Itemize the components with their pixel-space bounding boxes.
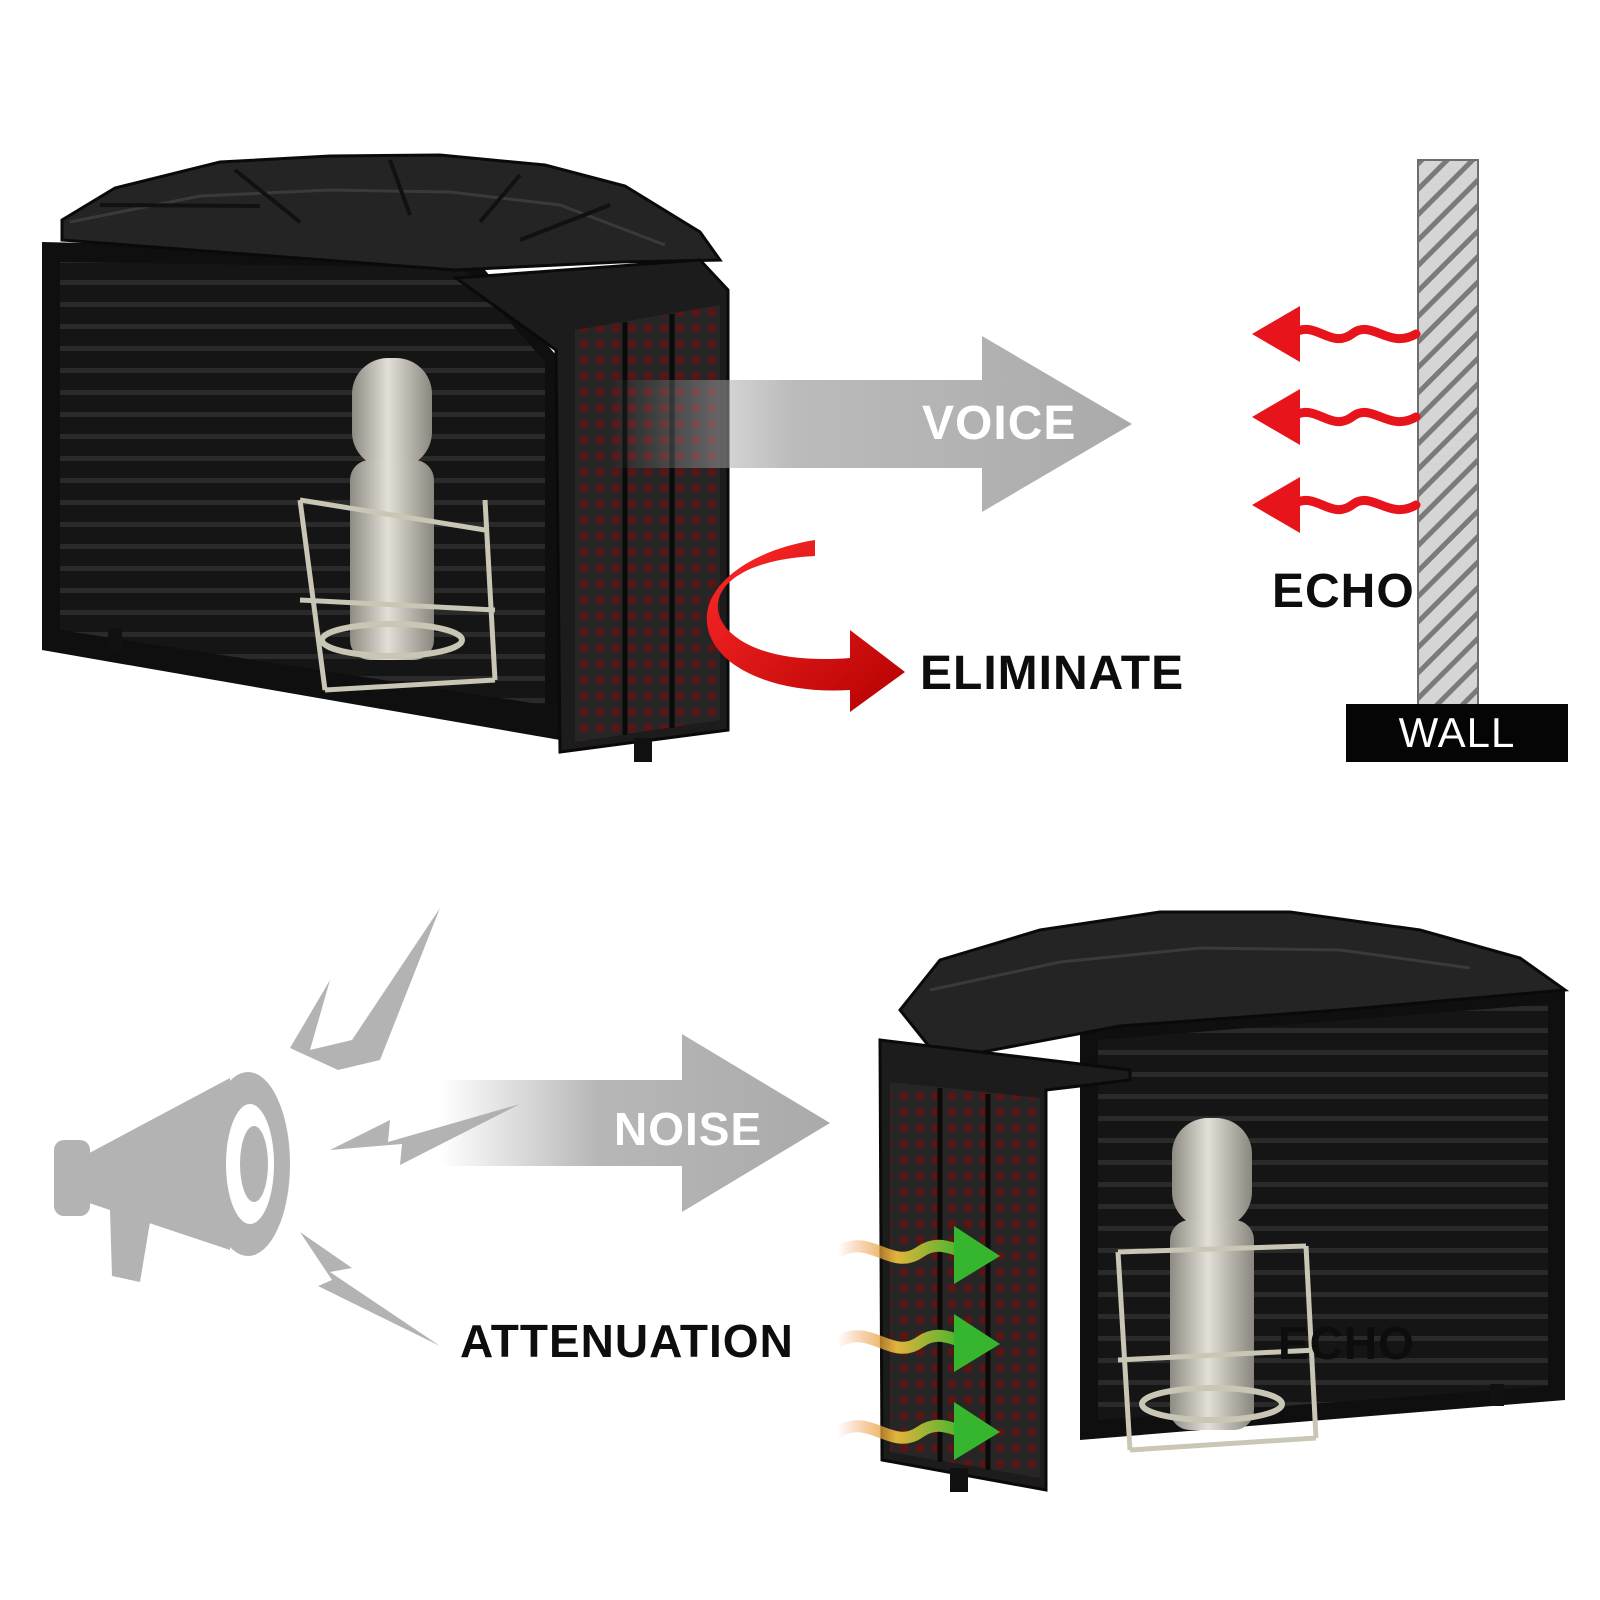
echo-label-bottom: ECHO bbox=[1278, 1317, 1415, 1369]
noise-arrow bbox=[440, 1034, 830, 1212]
microphone-top bbox=[297, 358, 498, 693]
voice-label: VOICE bbox=[922, 397, 1077, 450]
eliminate-label: ELIMINATE bbox=[920, 647, 1185, 700]
noise-label: NOISE bbox=[614, 1103, 763, 1155]
echo-label-top: ECHO bbox=[1272, 565, 1415, 618]
echo-arrows-top bbox=[1287, 324, 1421, 515]
attenuation-arrows bbox=[832, 1239, 974, 1444]
attenuation-label: ATTENUATION bbox=[460, 1315, 794, 1367]
voice-arrow bbox=[610, 336, 1132, 512]
wall bbox=[1417, 159, 1479, 707]
wall-label: WALL bbox=[1346, 704, 1568, 762]
megaphone-icon bbox=[54, 1072, 290, 1282]
attenuation-arrowheads bbox=[954, 1226, 1000, 1460]
echo-arrowheads-top bbox=[1252, 306, 1300, 533]
microphone-bottom bbox=[1115, 1118, 1319, 1453]
eliminate-curve-arrow bbox=[706, 540, 905, 712]
